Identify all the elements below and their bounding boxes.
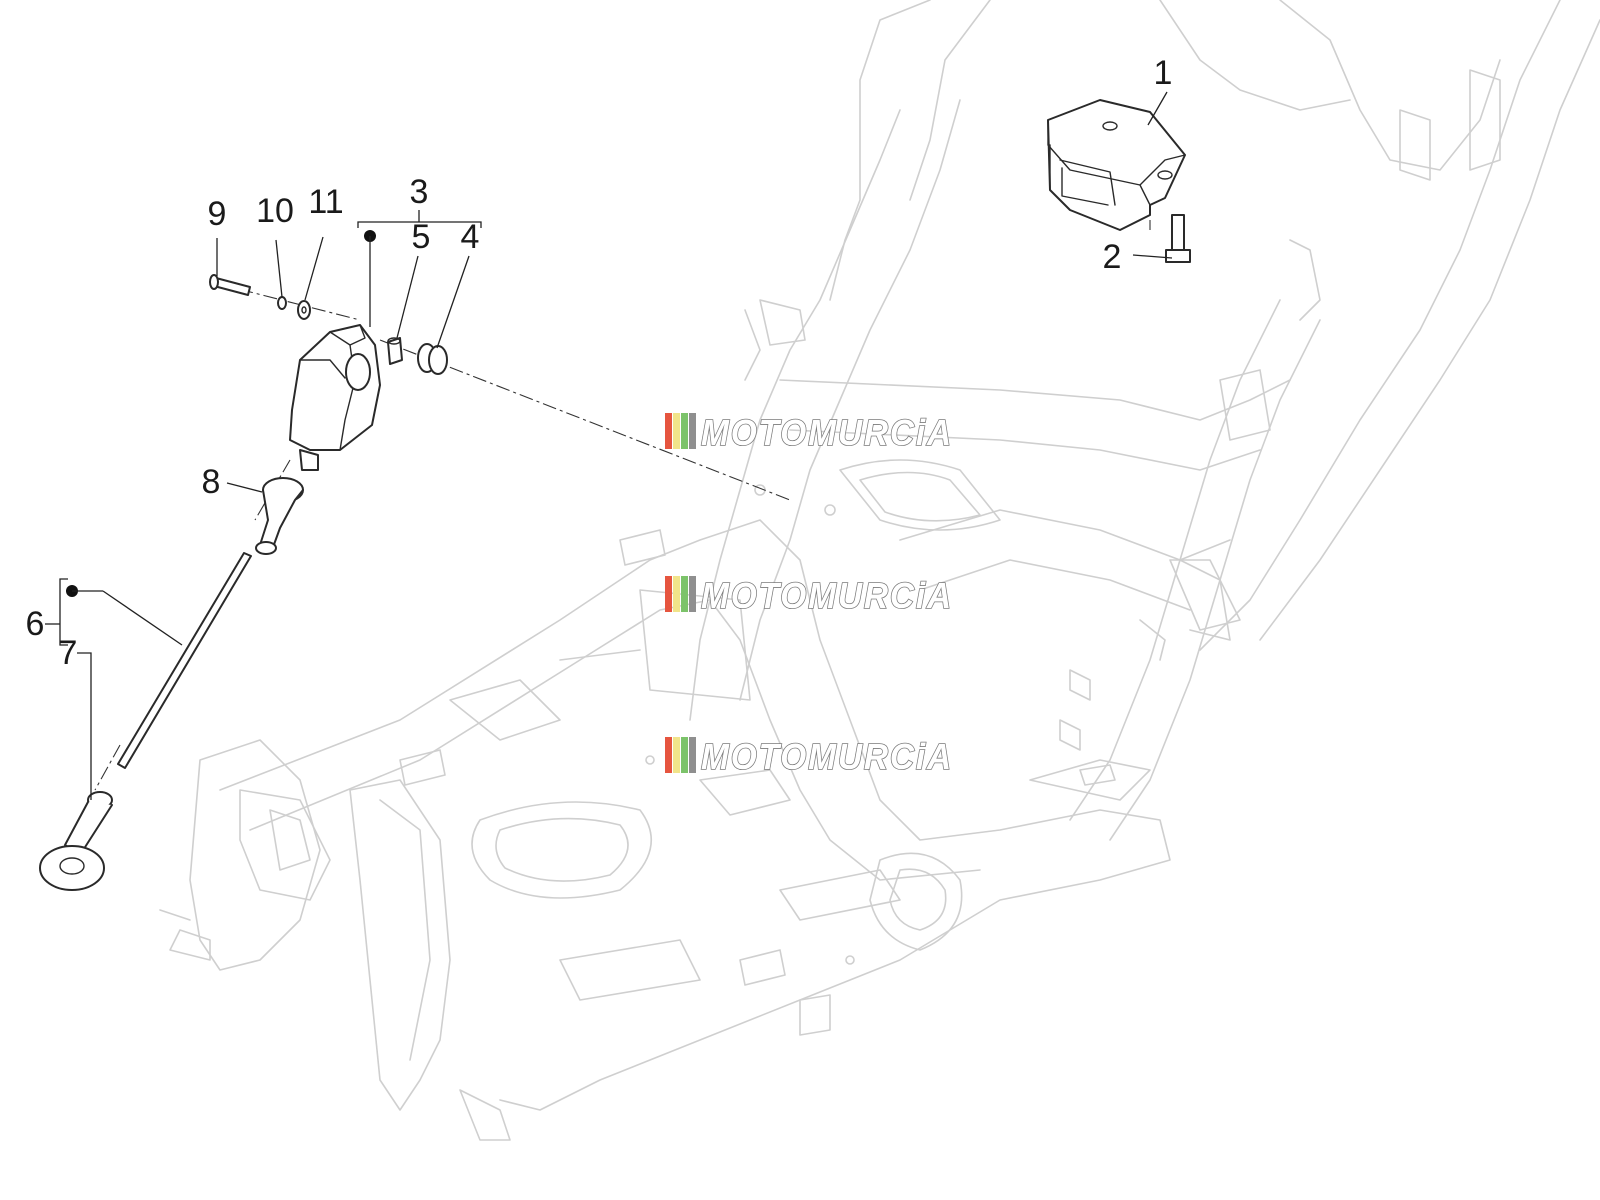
part-4-nut (417, 343, 448, 375)
callout-8: 8 (202, 463, 221, 501)
watermark-text: MOTOMURCiA (701, 736, 953, 777)
part-5-bushing (387, 337, 403, 365)
wm-stripe-1 (665, 413, 672, 449)
wm-stripe-3 (681, 576, 688, 612)
wm-stripe-4 (689, 576, 696, 612)
part-8-sheath-end (255, 477, 304, 555)
wm-stripe-2 (673, 576, 680, 612)
leader-lines (45, 91, 1173, 800)
part-2-screw (1165, 214, 1191, 263)
callout-numbers: 1 2 3 4 5 6 7 8 9 10 11 (26, 54, 1173, 672)
wm-stripe-4 (689, 737, 696, 773)
part-7-terminal (39, 791, 113, 891)
callout-7: 7 (59, 634, 78, 672)
watermark-text: MOTOMURCiA (701, 412, 953, 453)
callout-10: 10 (256, 192, 294, 230)
callout-1: 1 (1154, 54, 1173, 92)
callout-3: 3 (410, 173, 429, 211)
assembly-axis-lines (94, 120, 1151, 791)
callout-5: 5 (412, 218, 431, 256)
part-9-bolt (209, 274, 251, 296)
part-1-control-unit (1047, 99, 1186, 231)
watermark-text: MOTOMURCiA (701, 575, 953, 616)
callout-9: 9 (208, 195, 227, 233)
callout-4: 4 (461, 218, 480, 256)
watermark-logo: MOTOMURCiA (665, 735, 953, 778)
scooter-frame (159, 0, 1600, 1141)
wm-stripe-3 (681, 413, 688, 449)
wm-stripe-4 (689, 413, 696, 449)
wm-stripe-2 (673, 737, 680, 773)
wm-stripe-2 (673, 413, 680, 449)
callout-11: 11 (308, 183, 343, 221)
wm-stripe-1 (665, 737, 672, 773)
watermark-logo: MOTOMURCiA (665, 411, 953, 454)
part-6-cable (117, 552, 252, 769)
part-10-lock-washer (277, 296, 287, 310)
part-3-lock-body (289, 324, 381, 471)
watermark-logo: MOTOMURCiA (665, 574, 953, 617)
callout-2: 2 (1103, 238, 1122, 276)
part-11-washer (297, 300, 311, 320)
callout-6: 6 (26, 605, 45, 643)
wm-stripe-1 (665, 576, 672, 612)
wm-stripe-3 (681, 737, 688, 773)
